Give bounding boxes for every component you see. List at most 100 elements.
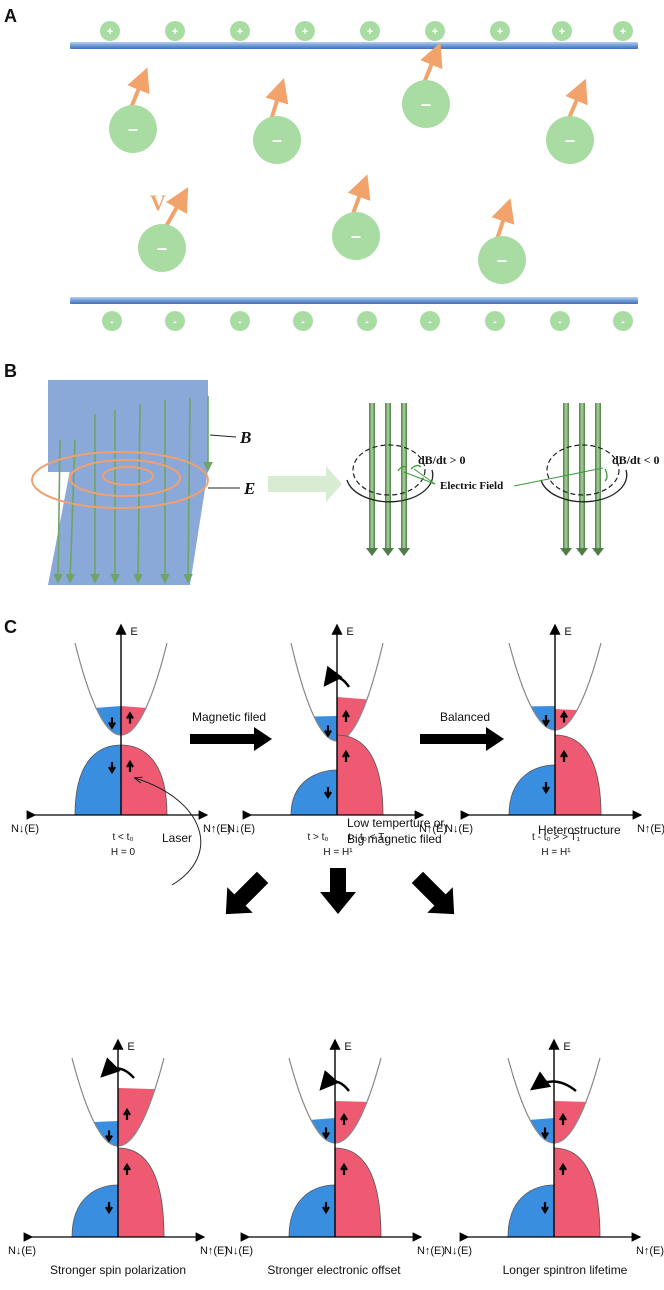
positive-charge — [490, 21, 510, 41]
plus-sign: + — [107, 26, 113, 38]
spin-up-arrow — [340, 1112, 348, 1125]
spin-down-axis-label: N↓(E) — [225, 1245, 253, 1257]
negative-charge-row: --------- — [102, 311, 633, 331]
spin-flip-arrow — [100, 1057, 135, 1079]
spin-up-axis-label: N↑(E) — [419, 823, 447, 835]
plus-sign: + — [237, 26, 243, 38]
spin-down-arrow — [108, 717, 116, 730]
bottom-plate — [70, 297, 638, 304]
spin-up-arrow — [126, 759, 134, 772]
energy-axis-label: E — [346, 626, 353, 638]
electron-sign: – — [272, 130, 282, 150]
spin-up-conduction — [337, 697, 367, 741]
energy-axis-label: E — [130, 626, 137, 638]
caption1-line1: t < t₀ — [112, 832, 133, 843]
spin-down-axis-label: N↓(E) — [445, 823, 473, 835]
balanced-label: Balanced — [440, 710, 490, 724]
spin-down-conduction — [96, 706, 121, 735]
spin-up-axis-label: N↑(E) — [200, 1245, 228, 1257]
band-lowtemp: EN↓(E)N↑(E) — [225, 1038, 445, 1257]
spin-down-conduction — [530, 1118, 554, 1143]
band-balanced: EN↓(E)N↑(E) — [445, 623, 664, 835]
spin-down-arrow — [542, 782, 550, 795]
energy-axis-label: E — [127, 1041, 134, 1053]
laser-arrow — [135, 778, 202, 886]
spin-down-arrow — [541, 1127, 549, 1140]
plus-sign: + — [432, 26, 438, 38]
transition-arrow — [268, 466, 342, 502]
spin-up-conduction — [555, 709, 577, 730]
db-positive: dB/dt > 0 — [418, 453, 466, 467]
spin-down-axis-label: N↓(E) — [11, 823, 39, 835]
balanced-arrow — [420, 727, 504, 751]
caption1-line2: H = 0 — [111, 847, 136, 858]
plus-sign: + — [302, 26, 308, 38]
panel-c: C EN↓(E)N↑(E)EN↓(E)N↑(E)EN↓(E)N↑(E)EN↓(E… — [4, 617, 664, 1277]
minus-sign: - — [365, 316, 369, 328]
minus-sign: - — [558, 316, 562, 328]
spin-down-axis-label: N↓(E) — [227, 823, 255, 835]
spin-up-conduction — [554, 1101, 586, 1143]
top-field-plate — [48, 380, 208, 472]
plus-sign: + — [367, 26, 373, 38]
bottom-charge — [550, 311, 570, 331]
panel-a-label: A — [4, 6, 17, 26]
spin-up-axis-label: N↑(E) — [417, 1245, 445, 1257]
velocity-label: V — [150, 190, 166, 215]
b-label: B — [239, 428, 251, 447]
magnetic-arrow — [190, 727, 272, 751]
spin-up-arrow — [342, 709, 350, 722]
electron-sign: – — [128, 119, 138, 139]
plus-sign: + — [620, 26, 626, 38]
positive-charge — [100, 21, 120, 41]
spin-up-arrow — [123, 1162, 131, 1175]
spin-down-arrow — [322, 1127, 330, 1140]
velocity-arrow — [265, 78, 289, 121]
panel-b-label: B — [4, 361, 17, 381]
spin-down-arrow — [105, 1202, 113, 1215]
velocity-arrow — [127, 67, 150, 110]
spin-down-valence — [71, 1184, 119, 1238]
spin-up-valence — [334, 1147, 382, 1238]
minus-sign: - — [621, 316, 625, 328]
spin-flip-arrow — [530, 1071, 577, 1092]
spin-up-arrow — [559, 1162, 567, 1175]
positive-charge — [360, 21, 380, 41]
positive-charge — [165, 21, 185, 41]
positive-charge — [613, 21, 633, 41]
spin-up-conduction — [118, 1088, 155, 1146]
rod-group-decreasing — [540, 403, 628, 556]
spin-down-arrow — [108, 762, 116, 775]
electron — [253, 116, 301, 164]
electron-sign: – — [565, 130, 575, 150]
bottom-charge — [420, 311, 440, 331]
spin-down-conduction — [311, 1118, 335, 1143]
spin-up-conduction — [335, 1101, 367, 1143]
spin-up-arrow — [123, 1107, 131, 1120]
b-pointer — [209, 434, 237, 438]
bottom-caption-2: Stronger electronic offset — [267, 1263, 401, 1277]
low-temp-line1: Low temperture or — [347, 816, 444, 830]
spin-up-axis-label: N↑(E) — [203, 823, 231, 835]
electron-sign: – — [351, 226, 361, 246]
spin-down-valence — [288, 1184, 336, 1238]
spin-down-conduction — [531, 706, 555, 730]
electron-sign: – — [157, 238, 167, 258]
velocity-arrow — [347, 174, 371, 217]
electron — [109, 105, 157, 153]
spin-up-valence — [117, 1147, 165, 1238]
spin-down-arrow — [542, 715, 550, 728]
positive-charge — [425, 21, 445, 41]
velocity-arrow — [491, 198, 515, 241]
spin-up-arrow — [560, 710, 568, 723]
bottom-caption-3: Longer spintron lifetime — [503, 1263, 628, 1277]
spin-down-arrow — [324, 725, 332, 738]
arrow-down-left — [225, 871, 269, 915]
spin-down-arrow — [322, 1202, 330, 1215]
velocity-arrow — [420, 42, 443, 85]
spin-up-conduction — [121, 706, 146, 735]
low-temp-line2: Big magnetic filed — [347, 832, 442, 846]
caption2-right: t - t₀ < T₁ — [348, 832, 388, 843]
caption3-line1: t - t₀ > > T₁ — [532, 832, 581, 843]
